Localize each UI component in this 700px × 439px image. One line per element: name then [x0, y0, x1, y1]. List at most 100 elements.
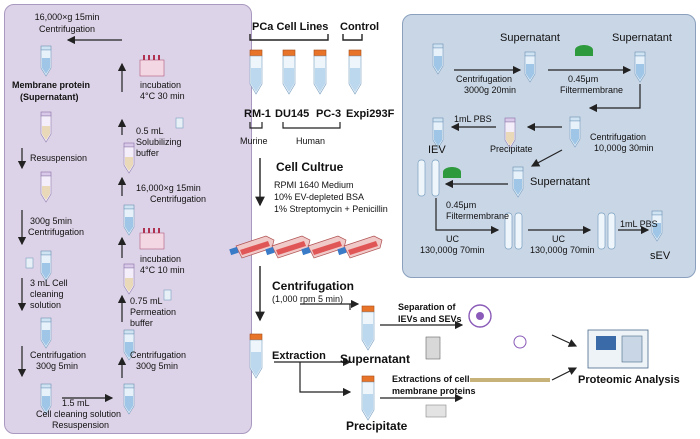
centrifugation-5-detail: 300g 5min: [136, 361, 179, 371]
culture-item-1: RPMI 1640 Medium: [274, 180, 354, 190]
tube-icon: [524, 51, 536, 83]
centrifugation-4-label: Centrifugation: [30, 350, 87, 360]
extraction-label: Extraction: [272, 350, 326, 362]
tube-icon: [40, 111, 52, 143]
centrifugation-3-speed: 300g 5min: [30, 216, 73, 226]
solubilizing-line2: buffer: [136, 148, 159, 158]
tube-icon: [514, 212, 523, 250]
uc-2-label: UC: [552, 234, 565, 244]
tube-icon: [361, 305, 375, 351]
control-title: Control: [340, 21, 380, 33]
tube-icon: [123, 142, 135, 174]
culture-item-2: 10% EV-depleted BSA: [274, 192, 365, 202]
centrifugation-detail: (1,000 rpm 5 min): [272, 294, 344, 304]
centrifugation-title: Centrifugation: [272, 279, 354, 293]
supernatant-middle-label: Supernatant: [340, 352, 411, 366]
tube-icon: [634, 51, 646, 83]
cell-line-expi293f: Expi293F: [346, 108, 395, 120]
right-centrifugation-2-label: Centrifugation: [590, 132, 647, 142]
culture-item-3: 1% Streptomycin + Penicillin: [274, 204, 388, 214]
tube-icon: [348, 49, 362, 95]
centrifugation-3-label: Centrifugation: [28, 227, 85, 237]
tube-icon: [282, 49, 296, 95]
tube-icon: [40, 171, 52, 203]
supernatant-3-label: Supernatant: [530, 176, 590, 188]
tube-icon: [40, 45, 52, 77]
permeation-line2: Permeation: [130, 307, 177, 317]
tube-icon: [123, 204, 135, 236]
tube-icon: [361, 375, 375, 421]
incubation-2-detail: 4°C 10 min: [140, 265, 185, 275]
filter-1-label: 0.45μm: [568, 74, 599, 84]
supernatant-2-label: Supernatant: [612, 32, 672, 44]
centrifugation-2-label: Centrifugation: [150, 194, 207, 204]
cell-cleaning-1-line2: cleaning: [30, 289, 64, 299]
precipitate-middle-label: Precipitate: [346, 419, 408, 433]
extractions-line1: Extractions of cell: [392, 374, 470, 384]
incubation-2-label: incubation: [140, 254, 182, 264]
pca-cell-lines-title: PCa Cell Lines: [252, 21, 329, 33]
murine-label: Murine: [240, 136, 268, 146]
tube-icon: [40, 317, 52, 349]
cell-culture-title: Cell Cultrue: [276, 160, 344, 174]
permeation-line3: buffer: [130, 318, 153, 328]
right-centrifugation-2-detail: 10,000g 30min: [594, 143, 654, 153]
membrane-protein-label: Membrane protein: [12, 80, 91, 90]
filter-2-label: 0.45μm: [446, 200, 477, 210]
tube-icon: [417, 159, 426, 197]
top-centrifugation-label: Centrifugation: [38, 24, 96, 34]
filter-1-detail: Filtermembrane: [560, 85, 624, 95]
pbs-2-label: 1mL PBS: [620, 219, 658, 229]
extractions-line2: membrane proteins: [392, 386, 476, 396]
centrifugation-2-speed: 16,000×g 15min: [136, 183, 201, 193]
centrifugation-5-label: Centrifugation: [130, 350, 187, 360]
tube-icon: [40, 250, 52, 282]
supernatant-label: (Supernatant): [20, 92, 79, 102]
pbs-1-label: 1mL PBS: [454, 114, 492, 124]
tube-icon: [249, 333, 263, 379]
tube-icon: [597, 212, 606, 250]
supernatant-1-label: Supernatant: [500, 32, 560, 44]
sev-label: sEV: [650, 250, 671, 262]
solubilizing-line1: Solubilizing: [136, 137, 182, 147]
top-centrifugation-speed: 16,000×g 15min: [34, 12, 100, 22]
tube-icon: [432, 43, 444, 75]
tube-icon: [569, 116, 581, 148]
resuspension-label: Resuspension: [30, 153, 88, 163]
cell-line-rm1: RM-1: [244, 108, 271, 120]
rack-icon: [139, 227, 165, 250]
tube-icon: [512, 166, 524, 198]
uc-1-detail: 130,000g 70min: [420, 245, 485, 255]
uc-2-detail: 130,000g 70min: [530, 245, 595, 255]
tube-icon: [607, 212, 616, 250]
precipitate-right-label: Precipitate: [490, 144, 533, 154]
incubation-1-detail: 4°C 30 min: [140, 91, 185, 101]
incubation-1-label: incubation: [140, 80, 182, 90]
tube-icon: [249, 49, 263, 95]
proteomic-analysis-label: Proteomic Analysis: [578, 374, 680, 386]
tube-icon: [431, 159, 440, 197]
cell-cleaning-2-line2: Cell cleaning solution: [36, 409, 122, 419]
uc-1-label: UC: [446, 234, 459, 244]
separation-line2: IEVs and SEVs: [398, 314, 462, 324]
permeation-volume: 0.75 mL: [130, 296, 163, 306]
tube-icon: [123, 383, 135, 415]
right-centrifugation-1-detail: 3000g 20min: [464, 85, 517, 95]
filter-2-detail: Filtermembrane: [446, 211, 510, 221]
iev-label: IEV: [428, 144, 446, 156]
centrifugation-4-detail: 300g 5min: [36, 361, 79, 371]
tube-icon: [123, 263, 135, 295]
cell-cleaning-1-volume: 3 mL Cell: [30, 278, 68, 288]
cell-line-du145: DU145: [275, 108, 310, 120]
cell-cleaning-2-volume: 1.5 mL: [62, 398, 90, 408]
tube-icon: [313, 49, 327, 95]
human-label: Human: [296, 136, 326, 146]
cell-cleaning-1-line3: solution: [30, 300, 62, 310]
right-centrifugation-1-label: Centrifugation: [456, 74, 513, 84]
separation-line1: Separation of: [398, 302, 456, 312]
cell-cleaning-2-line3: Resuspension: [52, 420, 110, 430]
solubilizing-volume: 0.5 mL: [136, 126, 164, 136]
cell-line-pc3: PC-3: [316, 108, 342, 120]
rack-icon: [139, 54, 165, 77]
